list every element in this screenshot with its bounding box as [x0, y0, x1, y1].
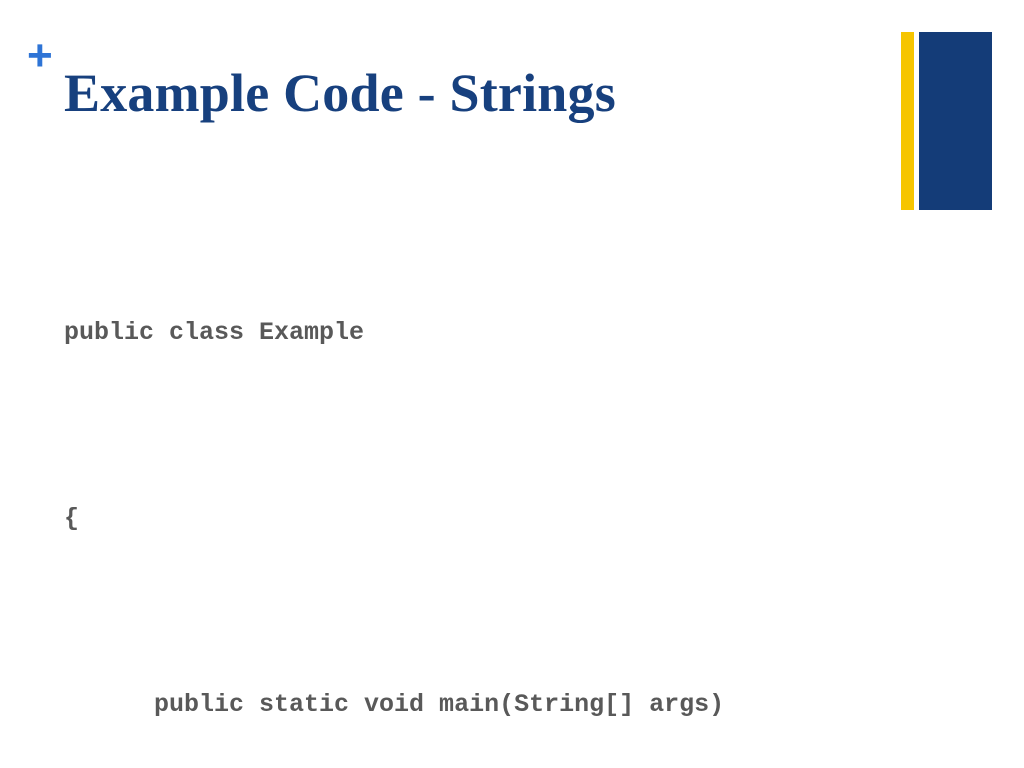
code-block: public class Example { public static voi…: [64, 178, 964, 768]
code-line: public class Example: [64, 318, 365, 347]
plus-icon: +: [27, 31, 53, 80]
page-title: Example Code - Strings: [64, 63, 616, 123]
decorative-bar-navy: [919, 32, 992, 210]
code-line: public static void main(String[] args): [64, 690, 725, 719]
decorative-bar-yellow: [901, 32, 914, 210]
code-line: {: [64, 504, 80, 533]
